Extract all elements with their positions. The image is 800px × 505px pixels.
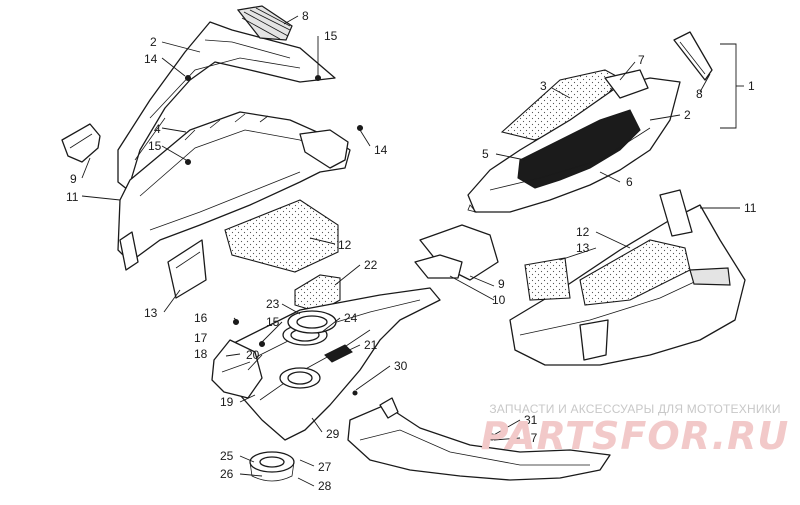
callout-26: 26 (220, 467, 234, 481)
callout-4: 4 (154, 122, 161, 136)
callout-labels: 2 14 8 15 4 15 14 9 11 12 13 22 23 16 15… (66, 9, 757, 493)
group-bracket-1 (720, 43, 744, 129)
callout-22: 22 (364, 258, 378, 272)
felt-pad-22 (294, 274, 341, 313)
callout-2-left: 2 (150, 35, 157, 49)
callout-12-left: 12 (338, 238, 352, 252)
callout-6: 6 (626, 175, 633, 189)
side-panel-right (509, 189, 746, 366)
callout-15-mid: 15 (148, 139, 162, 153)
gasket-ring (287, 310, 337, 334)
callout-31: 31 (524, 413, 538, 427)
callout-12-right: 12 (576, 225, 590, 239)
callout-8-right: 8 (696, 87, 703, 101)
bracket-left (61, 123, 101, 163)
callout-11-left: 11 (66, 190, 79, 204)
callout-27: 27 (318, 460, 332, 474)
vent-grille-left (236, 5, 293, 41)
callout-1: 1 (748, 79, 755, 93)
callout-28: 28 (318, 479, 332, 493)
callout-23: 23 (266, 297, 280, 311)
callout-30: 30 (394, 359, 408, 373)
callout-14-right: 14 (374, 143, 388, 157)
callout-15-top: 15 (324, 29, 338, 43)
fasteners (184, 74, 496, 441)
callout-25: 25 (220, 449, 234, 463)
callout-9-left: 9 (70, 172, 77, 186)
callout-11-right: 11 (744, 201, 757, 215)
callout-8-left: 8 (302, 9, 309, 23)
bumper-lower (347, 397, 611, 481)
callout-24: 24 (344, 311, 358, 325)
callout-16: 16 (194, 311, 208, 325)
side-panel-left (167, 239, 207, 299)
upper-console-assembly (467, 31, 713, 213)
bottom-cup (249, 451, 295, 482)
callout-14-top: 14 (144, 52, 158, 66)
callout-29: 29 (326, 427, 340, 441)
callout-21: 21 (364, 338, 378, 352)
callout-13-right: 13 (576, 241, 590, 255)
callout-9-right: 9 (498, 277, 505, 291)
hood-frame (117, 111, 351, 271)
callout-15-low: 15 (266, 315, 280, 329)
callout-17-left: 17 (194, 331, 208, 345)
callout-10: 10 (492, 293, 506, 307)
callout-19: 19 (220, 395, 234, 409)
callout-13-left: 13 (144, 306, 158, 320)
callout-18: 18 (194, 347, 208, 361)
callout-3: 3 (540, 79, 547, 93)
felt-pad-left (224, 199, 339, 273)
bracket-right (414, 224, 499, 281)
callout-7: 7 (638, 53, 645, 67)
side-bracket (211, 339, 263, 399)
callout-20: 20 (246, 348, 260, 362)
leader-lines (81, 15, 740, 487)
hood-panel-left (117, 21, 336, 191)
callout-2-right: 2 (684, 108, 691, 122)
callout-17-right: 17 (524, 431, 538, 445)
callout-5: 5 (482, 147, 489, 161)
